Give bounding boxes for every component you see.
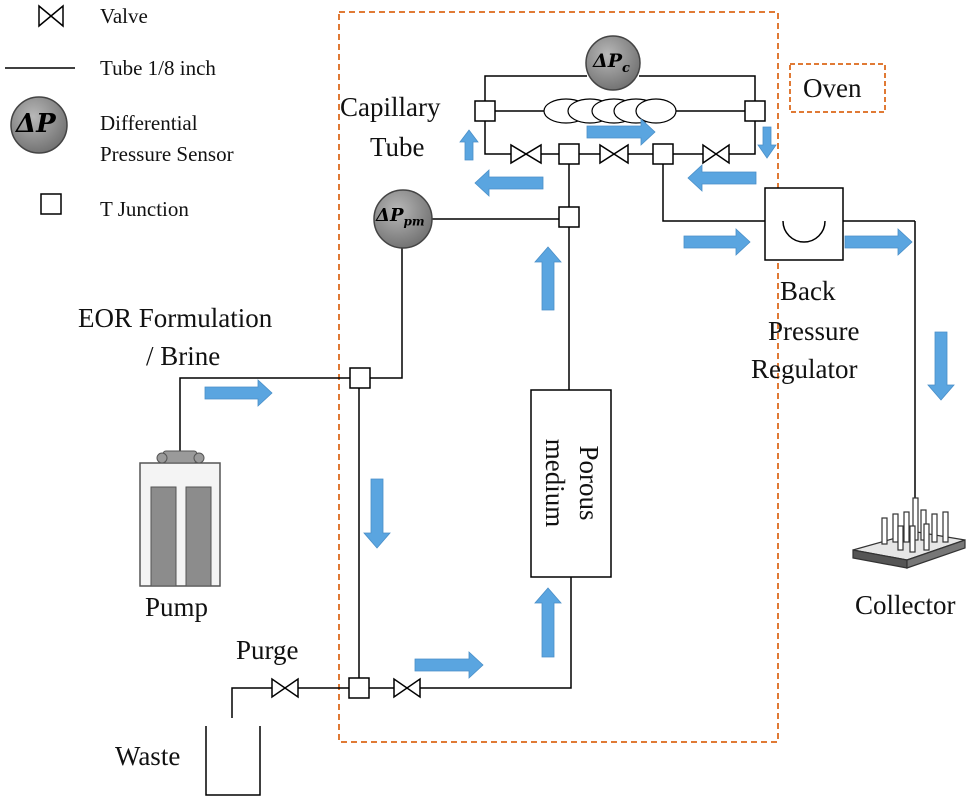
- dp-c-sub: c: [622, 60, 630, 76]
- t-junction-upper: [558, 206, 580, 228]
- flow-arrow-left-down: [363, 478, 391, 549]
- t-junction-bottom: [348, 677, 370, 699]
- flow-arrow-bottom-right: [414, 651, 484, 679]
- flow-arrows: [204, 118, 955, 679]
- back-pressure-regulator: [764, 187, 844, 261]
- waste-label: Waste: [115, 741, 181, 771]
- porous-label-line1: Porous: [573, 445, 604, 521]
- dp-c-label: ΔPc: [593, 52, 630, 75]
- valve-capillary-left: [510, 143, 542, 165]
- flow-arrow-upper-left: [474, 169, 544, 197]
- flow-arrow-to-bpr: [683, 228, 751, 256]
- flow-arrow-to-collector: [927, 331, 955, 401]
- porous-label: Porous medium: [537, 439, 605, 528]
- dp-pm-sensor: [373, 189, 433, 249]
- flow-arrow-return-left: [687, 164, 757, 192]
- bpr-label-line2: Pressure: [768, 316, 860, 346]
- valves: [271, 143, 730, 699]
- porous-medium: [530, 389, 612, 578]
- legend-t-junction-label: T Junction: [100, 197, 189, 221]
- flow-arrow-capillary-right: [586, 118, 656, 146]
- t-junction-capillary-bottom-right: [652, 143, 674, 165]
- porous-label-line2: medium: [540, 438, 570, 528]
- legend-dp-sensor-icon: [10, 96, 68, 154]
- t-junction-capillary-bottom-mid: [558, 143, 580, 165]
- valve-capillary-right: [702, 143, 730, 165]
- legend-valve-label: Valve: [100, 4, 148, 28]
- valve-purge: [271, 677, 299, 699]
- flow-arrow-porous-up-top: [534, 246, 562, 311]
- eor-label-line2: / Brine: [146, 341, 221, 371]
- eor-label-line1: EOR Formulation: [78, 303, 273, 333]
- waste-container: [205, 726, 261, 796]
- flow-arrow-capillary-down: [757, 126, 777, 159]
- bpr-label-line1: Back: [780, 276, 836, 306]
- tubing: [179, 75, 916, 718]
- t-junction-feed: [349, 367, 371, 389]
- dp-pm-main: ΔP: [376, 205, 404, 226]
- dp-pm-label: ΔPpm: [376, 207, 425, 228]
- dp-pm-sub: pm: [403, 214, 425, 229]
- collector-label: Collector: [855, 590, 956, 620]
- legend-dp-label-line1: Differential: [100, 111, 198, 135]
- capillary-label-line1: Capillary: [340, 92, 441, 122]
- legend-dp-label-line2: Pressure Sensor: [100, 142, 234, 166]
- flow-arrow-capillary-up: [459, 129, 479, 161]
- legend-t-junction-icon: [40, 193, 62, 215]
- pump: [139, 450, 221, 587]
- bpr-label-line3: Regulator: [751, 354, 858, 384]
- capillary-coil: [543, 98, 677, 124]
- oven-enclosure: [338, 11, 779, 743]
- capillary-label-line2: Tube: [370, 132, 425, 162]
- dp-c-sensor: [585, 35, 641, 91]
- valve-inlet: [393, 677, 421, 699]
- flow-arrow-porous-up-bottom: [534, 587, 562, 658]
- oven-label: Oven: [803, 73, 862, 103]
- valve-capillary-mid: [599, 143, 629, 165]
- legend-tube-label: Tube 1/8 inch: [100, 56, 216, 80]
- legend: [5, 4, 75, 215]
- legend-dp-symbol: ΔP: [16, 109, 56, 139]
- dp-c-main: ΔP: [593, 50, 623, 72]
- flow-arrow-feed-right: [204, 379, 273, 407]
- t-junction-capillary-right: [744, 100, 766, 122]
- purge-label: Purge: [236, 635, 299, 665]
- legend-valve-icon: [38, 4, 64, 28]
- collector: [852, 497, 966, 569]
- pump-label: Pump: [145, 592, 209, 622]
- t-junctions: [348, 100, 766, 699]
- flow-arrow-from-bpr: [844, 228, 913, 256]
- t-junction-capillary-left: [474, 100, 496, 122]
